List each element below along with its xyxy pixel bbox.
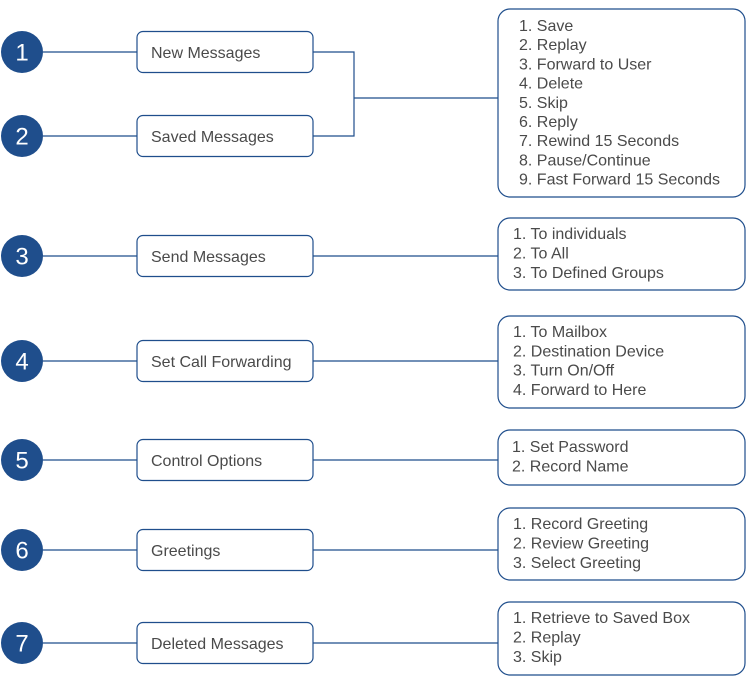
option-item: 2. Replay bbox=[513, 630, 581, 647]
option-item: 5. Skip bbox=[519, 95, 568, 112]
options-box bbox=[497, 8, 746, 198]
menu-box[interactable] bbox=[136, 438, 314, 482]
option-item: 7. Rewind 15 Seconds bbox=[519, 133, 679, 150]
option-item: 3. Select Greeting bbox=[513, 555, 641, 572]
option-item: 8. Pause/Continue bbox=[519, 152, 651, 169]
bracket-connector bbox=[313, 51, 498, 137]
option-item: 4. Forward to Here bbox=[513, 382, 646, 399]
step-circle bbox=[1, 529, 43, 571]
option-item: 3. Forward to User bbox=[519, 56, 652, 73]
menu-box[interactable] bbox=[136, 339, 314, 383]
menu-box[interactable] bbox=[136, 621, 314, 665]
step-number: 2 bbox=[15, 124, 28, 151]
step-circle bbox=[1, 31, 43, 73]
step-circle bbox=[1, 622, 43, 664]
option-item: 3. Turn On/Off bbox=[513, 363, 615, 380]
option-item: 3. To Defined Groups bbox=[513, 265, 664, 282]
option-item: 1. Set Password bbox=[512, 439, 629, 456]
step-number: 1 bbox=[15, 40, 28, 67]
step-number: 3 bbox=[15, 244, 28, 271]
menu-box[interactable] bbox=[136, 114, 314, 158]
options-box bbox=[497, 315, 746, 409]
option-item: 9. Fast Forward 15 Seconds bbox=[519, 172, 720, 189]
options-box bbox=[497, 429, 746, 486]
option-item: 1. Retrieve to Saved Box bbox=[513, 610, 690, 627]
step-circle bbox=[1, 235, 43, 277]
step-circle bbox=[1, 115, 43, 157]
menu-box[interactable] bbox=[136, 30, 314, 74]
menu-label: Greetings bbox=[151, 543, 220, 560]
connector-lines bbox=[43, 51, 498, 644]
option-item: 2. Review Greeting bbox=[513, 536, 649, 553]
step-circle bbox=[1, 340, 43, 382]
option-item: 4. Delete bbox=[519, 76, 583, 93]
step-number: 4 bbox=[15, 349, 28, 376]
option-item: 2. Record Name bbox=[512, 459, 629, 476]
option-item: 6. Reply bbox=[519, 114, 578, 131]
options-box bbox=[497, 217, 746, 291]
options-box bbox=[497, 601, 746, 676]
step-number: 6 bbox=[15, 538, 28, 565]
menu-label: Control Options bbox=[151, 453, 262, 470]
option-item: 2. Replay bbox=[519, 37, 587, 54]
option-item: 1. Save bbox=[519, 18, 573, 35]
menu-label: Send Messages bbox=[151, 249, 266, 266]
option-item: 2. To All bbox=[513, 246, 569, 263]
step-number: 7 bbox=[15, 631, 28, 658]
step-circles: 1 2 3 4 5 6 7 bbox=[1, 31, 43, 664]
menu-label: New Messages bbox=[151, 45, 260, 62]
option-item: 1. Record Greeting bbox=[513, 516, 648, 533]
step-number: 5 bbox=[15, 448, 28, 475]
menu-box[interactable] bbox=[136, 528, 314, 572]
option-item: 1. To individuals bbox=[513, 226, 627, 243]
option-boxes: 1. Save 2. Replay 3. Forward to User 4. Del… bbox=[497, 8, 746, 676]
option-item: 1. To Mailbox bbox=[513, 324, 607, 341]
options-box bbox=[497, 507, 746, 581]
menu-label: Saved Messages bbox=[151, 129, 274, 146]
step-circle bbox=[1, 439, 43, 481]
option-item: 2. Destination Device bbox=[513, 343, 664, 360]
menu-label: Set Call Forwarding bbox=[151, 354, 292, 371]
menu-box[interactable] bbox=[136, 234, 314, 278]
menu-label: Deleted Messages bbox=[151, 636, 284, 653]
option-item: 3. Skip bbox=[513, 649, 562, 666]
